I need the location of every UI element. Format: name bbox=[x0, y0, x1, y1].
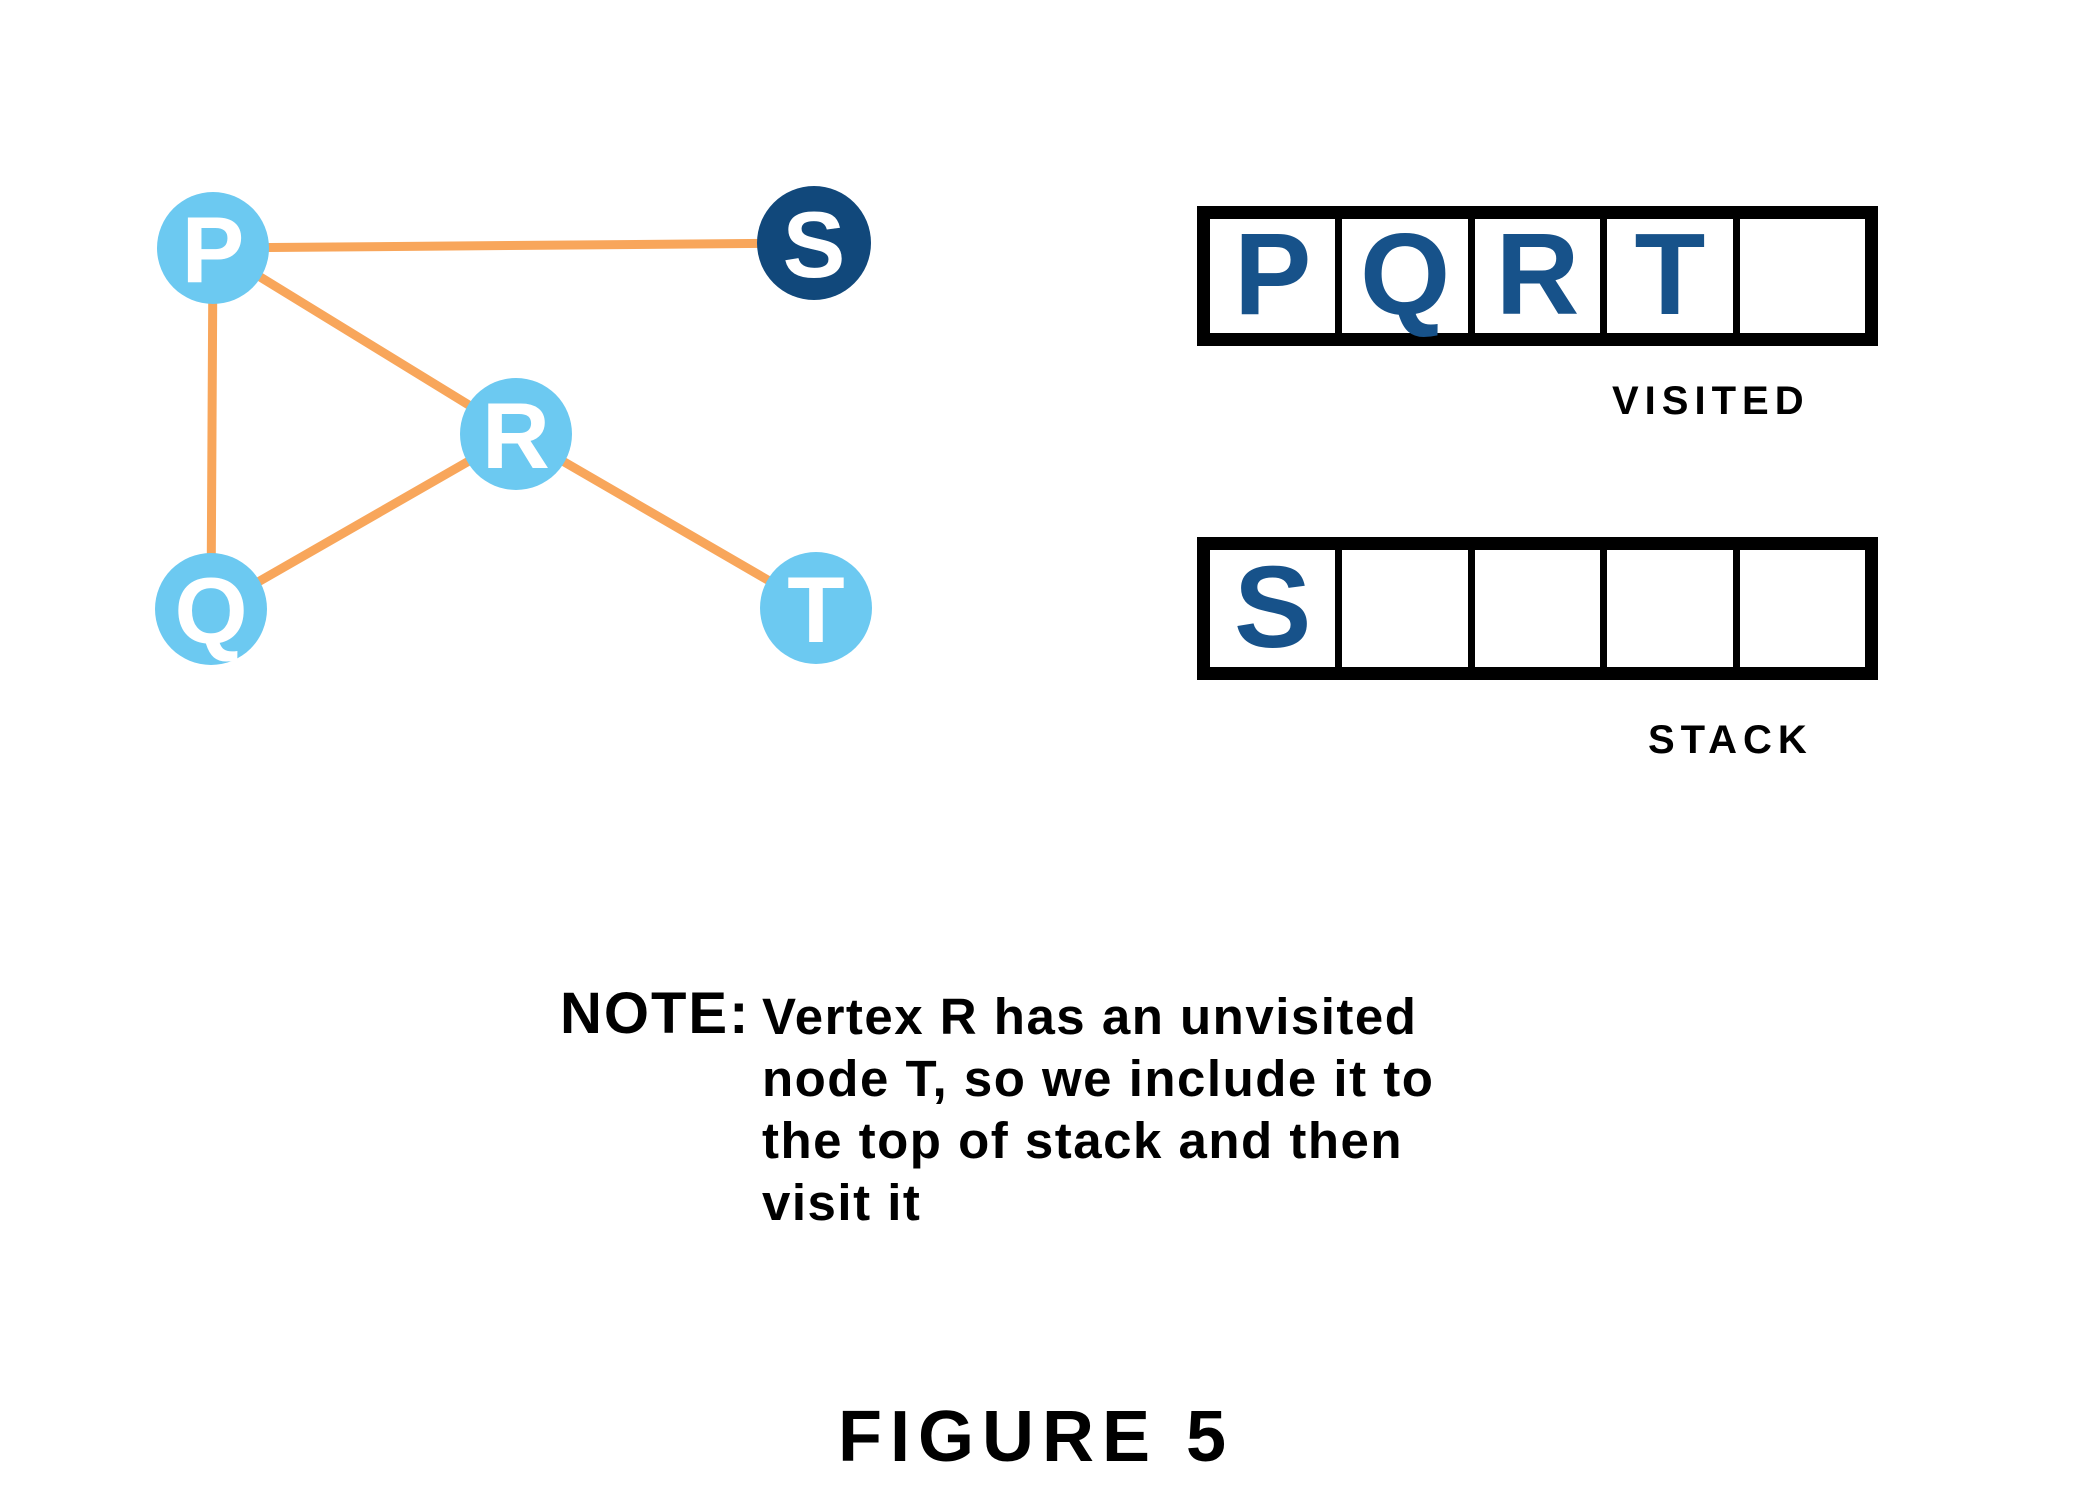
figure-caption: FIGURE 5 bbox=[838, 1397, 1235, 1477]
note-line: Vertex R has an unvisited bbox=[762, 988, 1418, 1045]
graph-node-t-label: T bbox=[787, 557, 844, 662]
graph-node-t bbox=[760, 552, 872, 664]
stack-cell bbox=[1342, 550, 1475, 667]
graph-edge-r-t bbox=[511, 429, 821, 613]
graph-edge-p-q bbox=[206, 243, 218, 614]
graph-node-r bbox=[460, 378, 572, 490]
graph-node-q bbox=[155, 553, 267, 665]
note-line: visit it bbox=[762, 1174, 922, 1231]
visited-cell: Q bbox=[1342, 216, 1475, 333]
stack-cell bbox=[1607, 550, 1740, 667]
note-label: NOTE: bbox=[560, 981, 751, 1046]
visited-cell: T bbox=[1607, 216, 1740, 333]
note-text: Vertex R has an unvisited node T, so we … bbox=[762, 986, 1434, 1234]
visited-array: P Q R T bbox=[1197, 206, 1878, 346]
note-line: node T, so we include it to bbox=[762, 1050, 1435, 1107]
stack-cell: S bbox=[1210, 549, 1343, 667]
graph-node-p bbox=[157, 192, 269, 304]
graph-node-p-label: P bbox=[182, 197, 245, 302]
graph-diagram: P S R Q T bbox=[155, 186, 872, 665]
visited-cell: R bbox=[1475, 216, 1608, 333]
graph-edge-p-s bbox=[208, 238, 819, 253]
graph-node-r-label: R bbox=[482, 383, 550, 488]
visited-cell bbox=[1740, 219, 1865, 333]
graph-edge-r-q bbox=[206, 429, 521, 614]
visited-cell: P bbox=[1210, 216, 1343, 333]
graph-node-s bbox=[757, 186, 871, 300]
stack-label: STACK bbox=[1648, 718, 1813, 762]
graph-node-q-label: Q bbox=[174, 558, 247, 663]
graph-nodes: P S R Q T bbox=[155, 186, 872, 665]
stack-cell bbox=[1475, 550, 1608, 667]
graph-node-s-label: S bbox=[783, 192, 846, 297]
visited-label: VISITED bbox=[1612, 379, 1810, 423]
note-line: the top of stack and then bbox=[762, 1112, 1404, 1169]
graph-edge-p-r bbox=[208, 243, 521, 439]
stack-cell bbox=[1740, 550, 1865, 667]
stack-array: S bbox=[1197, 537, 1878, 680]
